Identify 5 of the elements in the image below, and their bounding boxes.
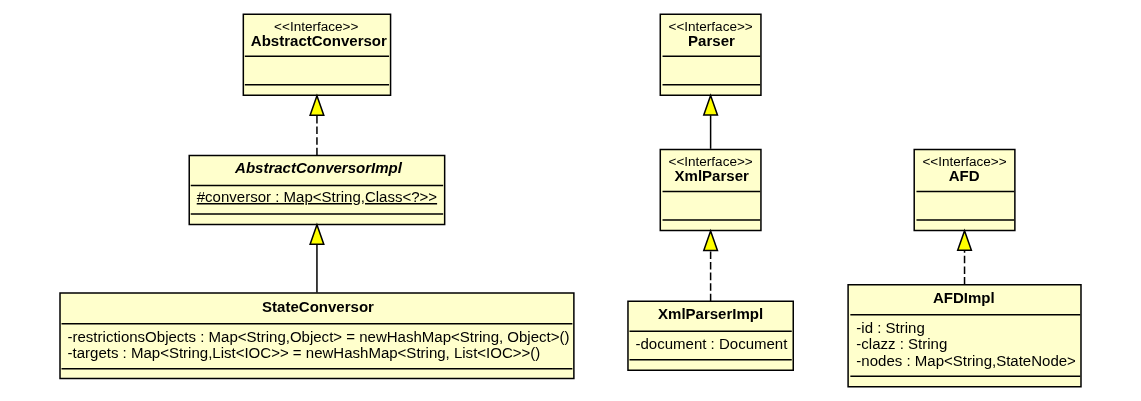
arrow — [956, 228, 973, 286]
arrow — [702, 93, 719, 150]
arrow — [309, 93, 325, 156]
arrow — [702, 228, 719, 302]
arrow — [309, 222, 325, 294]
